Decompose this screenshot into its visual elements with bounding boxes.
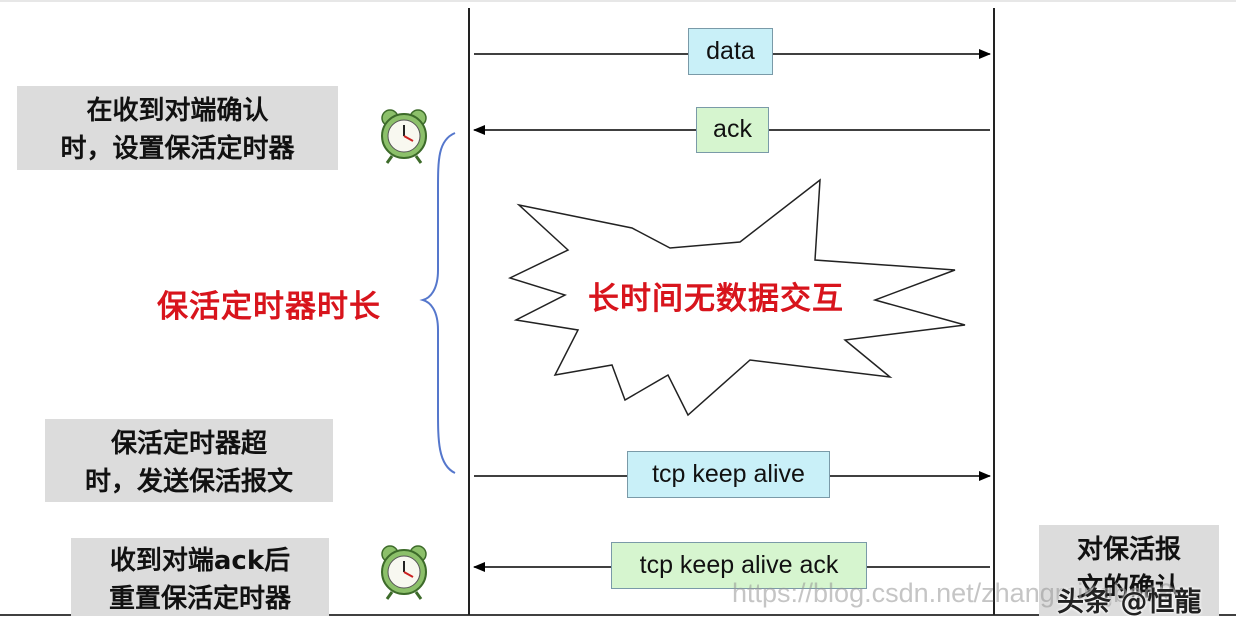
brand-watermark: 头条 @恒龍 [1057,587,1202,618]
note-line: 对保活报 [1076,535,1181,565]
note-line: 重置保活定时器 [108,584,291,614]
data-message: data [688,28,773,75]
note-line: 文的确认 [1076,573,1181,603]
note-ack-reset-timer: 收到对端ack后 重置保活定时器 [71,538,329,616]
note-keepalive-ack-right: 对保活报 文的确认 [1039,525,1219,616]
idle-burst [507,178,966,417]
note-ack-set-timer: 在收到对端确认 时，设置保活定时器 [17,86,338,170]
timer-duration-label: 保活定时器时长 [157,289,381,325]
note-line: 保活定时器超 [110,429,267,459]
note-timeout-send: 保活定时器超 时，发送保活报文 [45,419,333,502]
note-line: 时，设置保活定时器 [60,134,295,164]
ack-message: ack [696,107,769,153]
url-watermark: https://blog.csdn.net/zhangmingbao2 [732,578,1174,608]
note-line: 在收到对端确认 [86,96,269,126]
timer-brace [419,132,456,474]
idle-label: 长时间无数据交互 [588,281,844,317]
keepalive-message: tcp keep alive [627,451,830,498]
alarm-clock-icon [381,545,427,600]
alarm-clock-icon [381,109,427,164]
note-line: 时，发送保活报文 [84,467,293,497]
note-line: 收到对端ack后 [109,546,291,576]
keepalive-ack-message: tcp keep alive ack [611,542,867,589]
